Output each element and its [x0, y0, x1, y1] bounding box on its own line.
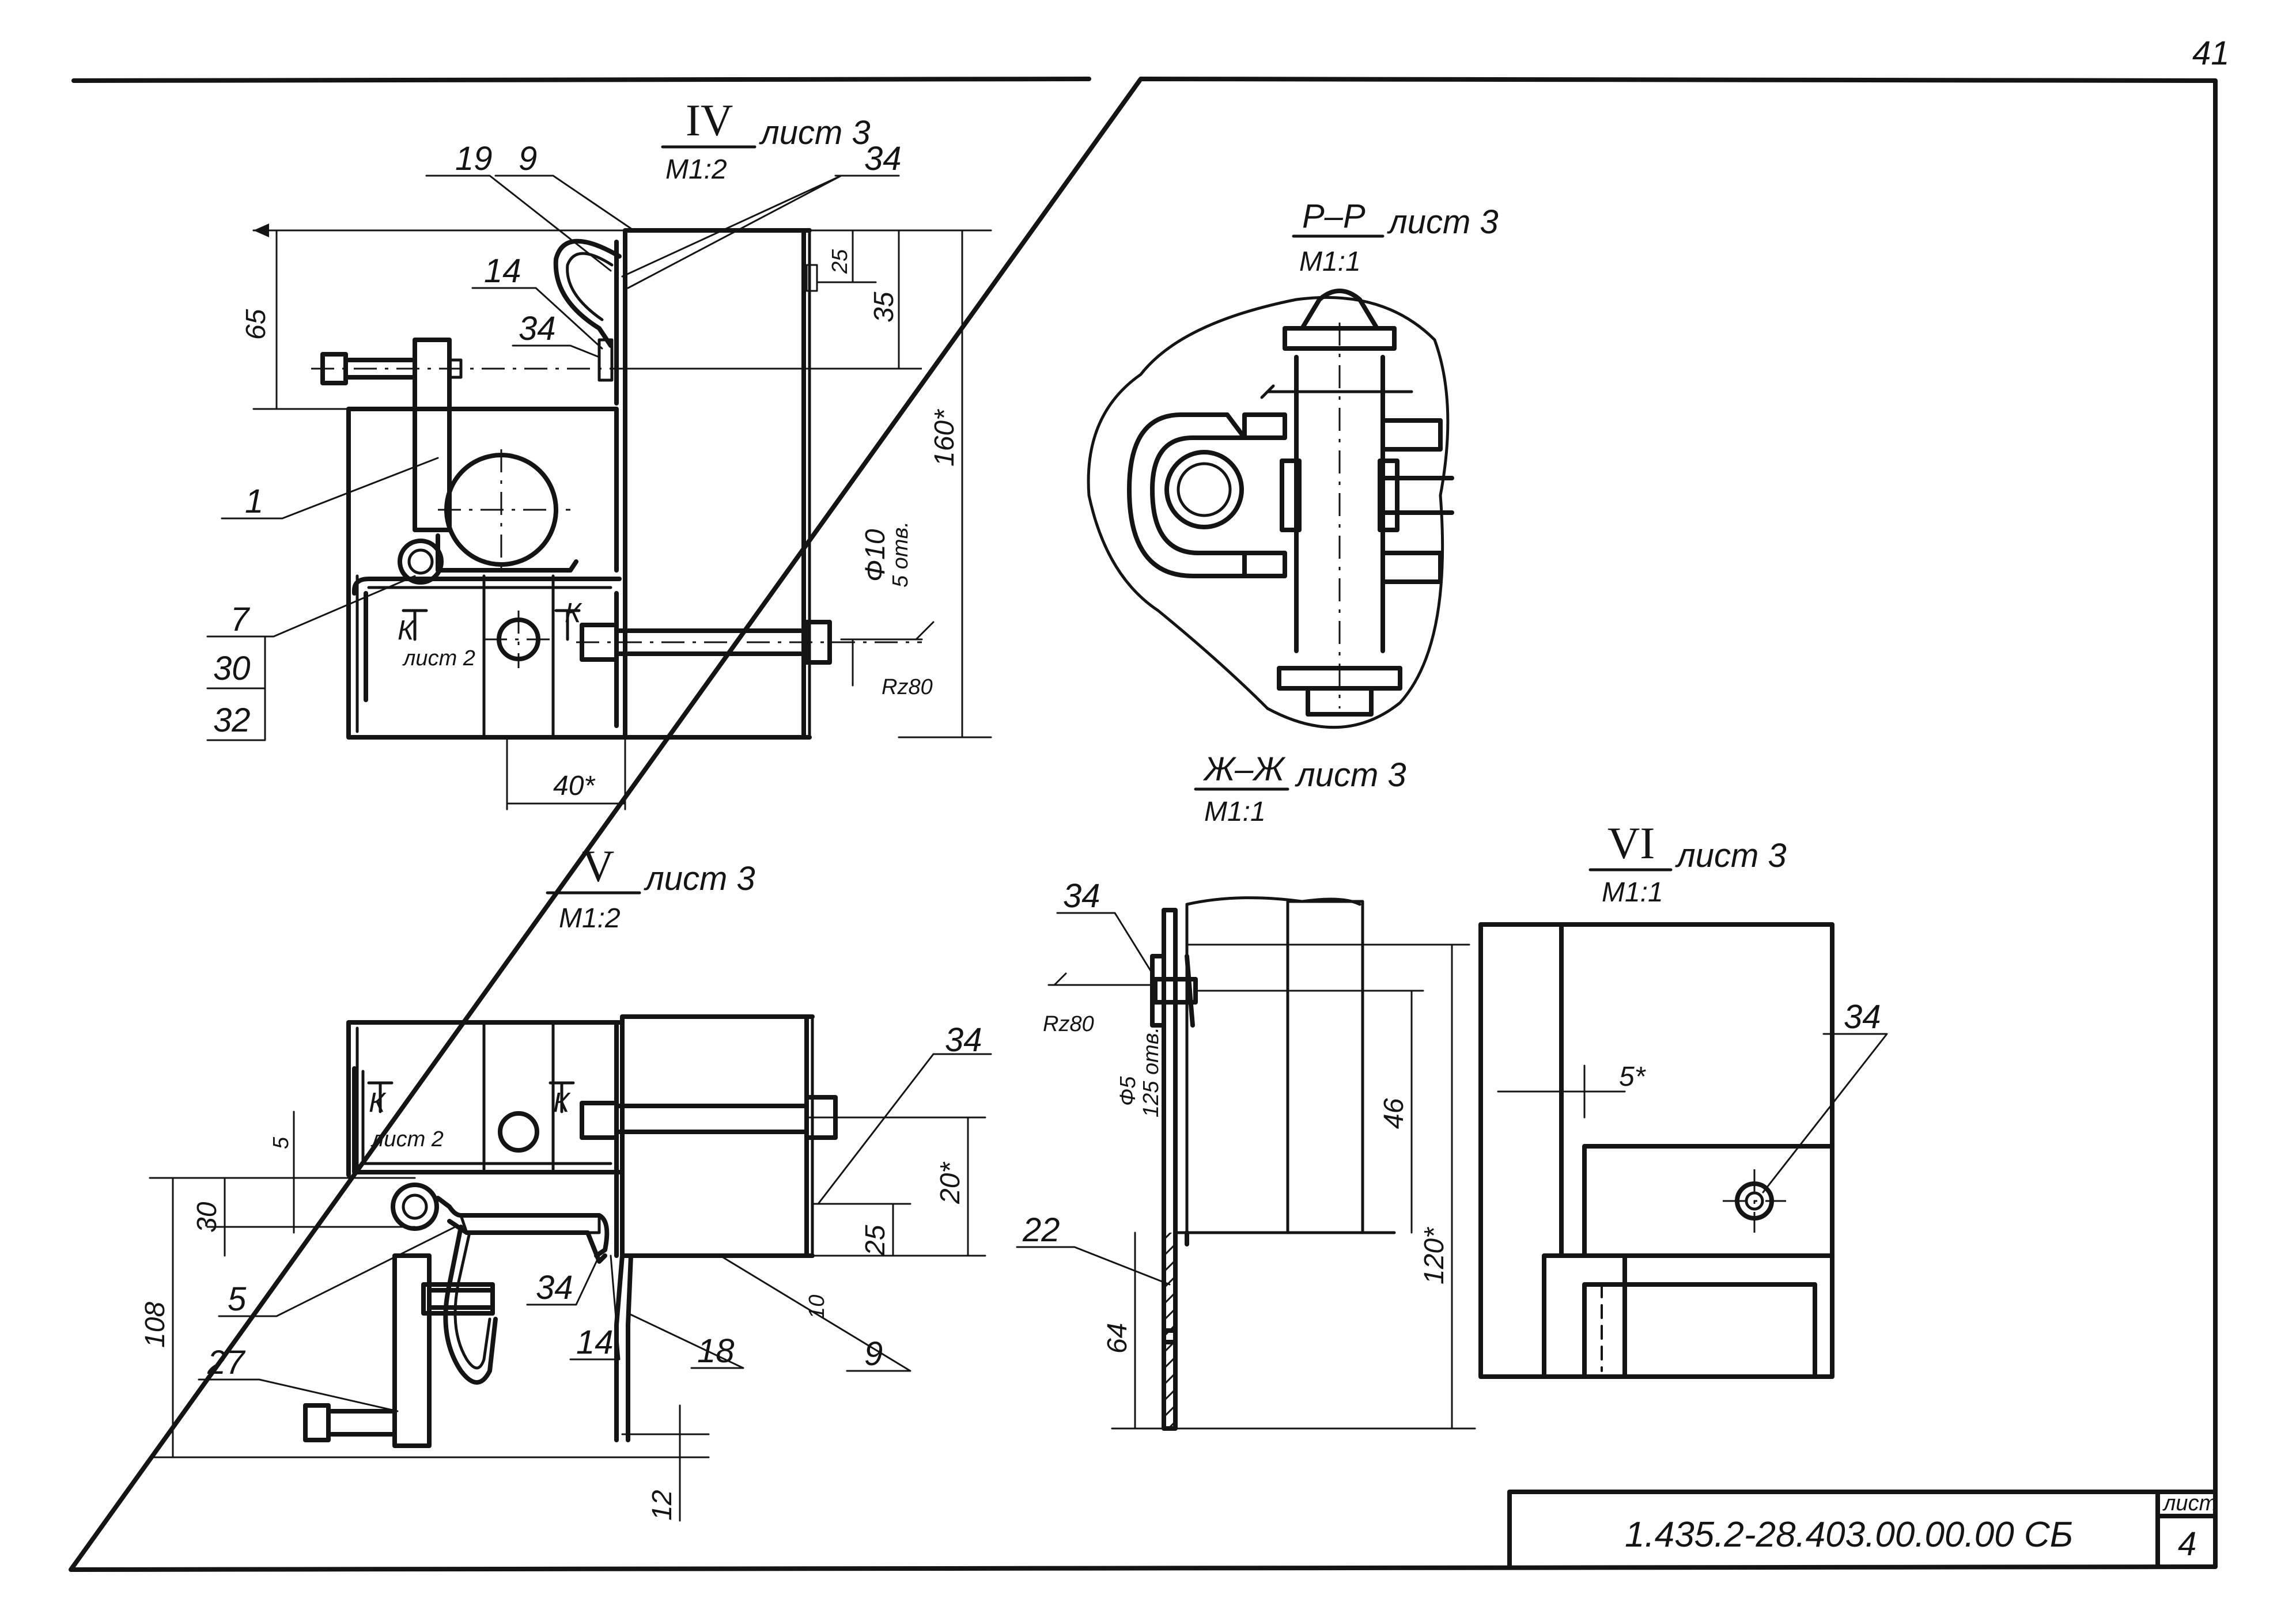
dim-20: 20*: [935, 1162, 966, 1204]
dim-10: 10: [805, 1295, 829, 1319]
view-vi-ref: лист 3: [1675, 837, 1787, 874]
dim-160: 160*: [929, 409, 960, 467]
dim-65: 65: [241, 309, 271, 340]
detail-dim-64: 64: [1102, 1323, 1133, 1354]
view-iv-section-ref: лист 2: [402, 646, 475, 670]
dim-108: 108: [140, 1302, 171, 1348]
section-mark-label: К: [369, 1087, 387, 1118]
detail-dim-120: 120*: [1419, 1227, 1450, 1284]
callout-22: 22: [1022, 1211, 1060, 1249]
callout-1: 1: [245, 483, 263, 520]
callout-14-v: 14: [576, 1324, 614, 1361]
detail-dim-46: 46: [1379, 1098, 1409, 1129]
callout-27: 27: [207, 1344, 246, 1381]
sheet-label: лист: [2162, 1491, 2217, 1515]
page-number: 41: [2192, 35, 2230, 72]
sheet-number: 4: [2178, 1525, 2196, 1563]
section-pp-title: Р–Р: [1302, 198, 1366, 235]
section-mark-label: К: [553, 1087, 571, 1118]
view-iv-title: IV: [686, 95, 733, 145]
section-pp-scale: М1:1: [1299, 247, 1361, 277]
view-v-title: V: [582, 841, 614, 891]
callout-9-v: 9: [864, 1335, 883, 1373]
view-iv: IV М1:2 лист 3: [206, 95, 992, 810]
detail-hole-count: 125 отв.: [1139, 1027, 1163, 1117]
dim-12: 12: [647, 1490, 678, 1521]
detail-hole: Ф5: [1116, 1076, 1140, 1106]
callout-34-detail: 34: [1063, 877, 1100, 915]
section-zhzh-ref: лист 3: [1295, 756, 1406, 794]
sheet-frame: [69, 77, 2218, 1572]
callout-30: 30: [213, 650, 251, 687]
section-zhzh-title: Ж–Ж: [1202, 751, 1286, 788]
callout-9: 9: [519, 140, 537, 177]
section-mark-label: К: [398, 615, 415, 646]
dim-25-v: 25: [860, 1225, 891, 1256]
section-zhzh-scale: М1:1: [1204, 797, 1266, 827]
detail-22: Rz80 Ф5 125 отв. 46 64 120* 34 22: [1016, 877, 1476, 1431]
callout-19: 19: [455, 140, 493, 177]
callout-34-top: 34: [864, 140, 902, 177]
callout-34-v-right: 34: [945, 1021, 982, 1059]
callout-34-v-mid: 34: [536, 1269, 573, 1306]
dim-hole-count: 5 отв.: [888, 521, 913, 588]
dim-hole: Ф10: [860, 529, 891, 582]
dim-25: 25: [828, 249, 852, 274]
view-iv-ref: лист 3: [759, 114, 871, 151]
section-pp-ref: лист 3: [1387, 203, 1499, 241]
callout-7: 7: [230, 601, 251, 638]
callout-34-mid: 34: [519, 310, 556, 347]
dim-35: 35: [869, 291, 899, 323]
dim-40: 40*: [553, 771, 595, 801]
view-v-section-ref: лист 2: [370, 1127, 444, 1151]
dim-30: 30: [192, 1202, 222, 1233]
callout-14: 14: [484, 252, 521, 290]
view-iv-scale: М1:2: [665, 154, 727, 185]
view-vi-title: VI: [1607, 818, 1655, 868]
view-v-scale: М1:2: [559, 903, 621, 934]
view-v-ref: лист 3: [644, 860, 755, 897]
callout-5: 5: [228, 1280, 247, 1318]
detail-rz80: Rz80: [1043, 1012, 1094, 1036]
callout-32: 32: [213, 702, 251, 739]
view-v: V М1:2 лист 3 К: [140, 841, 992, 1522]
view-vi-scale: М1:1: [1602, 877, 1663, 908]
section-pp: Р–Р М1:1 лист 3 Ж–Ж М1:1 лист 3: [1087, 198, 1499, 827]
view-vi: VI М1:1 лист 3 5* 34: [1478, 818, 1888, 1379]
view-vi-dim-5: 5*: [1619, 1062, 1646, 1092]
dim-rz80: Rz80: [882, 675, 933, 699]
callout-18: 18: [697, 1332, 735, 1370]
callout-34-vi: 34: [1844, 998, 1881, 1036]
dim-5: 5: [269, 1136, 293, 1149]
section-mark-label: К: [565, 598, 582, 628]
designation: 1.435.2-28.403.00.00.00 СБ: [1625, 1515, 2073, 1555]
